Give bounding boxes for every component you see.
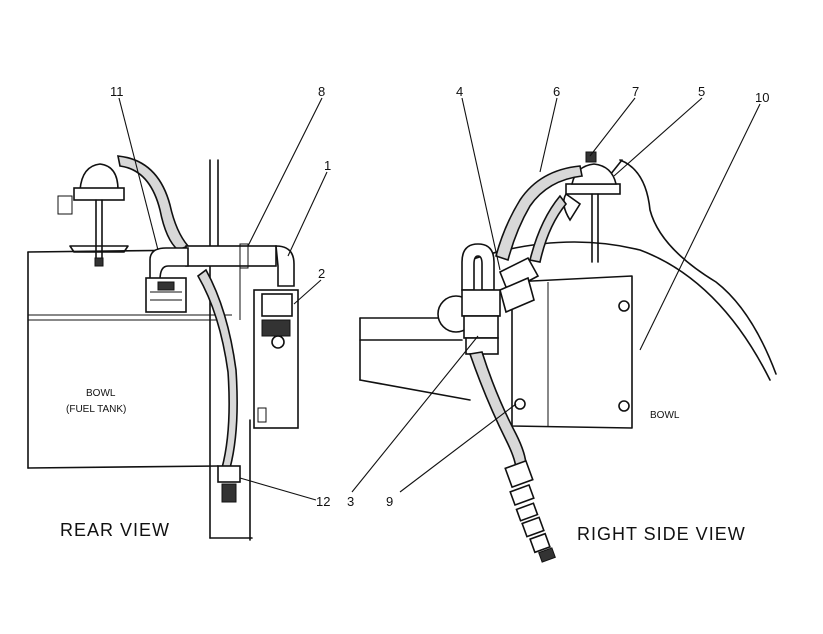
- right-side-view: [359, 151, 777, 563]
- quick-coupler: [509, 483, 556, 563]
- vent-hose-11: [117, 155, 190, 251]
- callout-numbers: 11 8 1 2 12 4 6 7 5 10 3 9: [110, 84, 769, 509]
- callout-7: 7: [632, 84, 639, 99]
- rear-view: [27, 155, 299, 541]
- valve-assembly-2: [253, 289, 299, 429]
- fill-cap-right: [562, 151, 621, 263]
- callout-10: 10: [755, 90, 769, 105]
- callout-4: 4: [456, 84, 463, 99]
- fill-cap-left: [57, 163, 129, 267]
- callout-2: 2: [318, 266, 325, 281]
- callout-1: 1: [324, 158, 331, 173]
- callout-5: 5: [698, 84, 705, 99]
- rear-view-caption: REAR VIEW: [60, 520, 170, 540]
- right-side-view-caption: RIGHT SIDE VIEW: [577, 524, 746, 544]
- frame-rails: [209, 159, 253, 541]
- vent-hose-6: [495, 165, 583, 262]
- leader-lines: [118, 97, 761, 501]
- drain-hose-12: [196, 268, 238, 469]
- callout-3: 3: [347, 494, 354, 509]
- bowl-label-right: BOWL: [650, 410, 680, 421]
- elbow-fitting-4: [461, 243, 540, 314]
- fuel-tank-right: [359, 159, 777, 401]
- callout-8: 8: [318, 84, 325, 99]
- hose-clamp-12: [217, 465, 241, 483]
- fuel-tank-label-left: (FUEL TANK): [66, 404, 126, 415]
- bowl-labels: BOWL (FUEL TANK) BOWL: [66, 388, 680, 421]
- crossover-tube-8: [149, 243, 295, 287]
- view-captions: REAR VIEW RIGHT SIDE VIEW: [60, 520, 746, 544]
- bowl-label-left: BOWL: [86, 388, 116, 399]
- drain-hose-9: [468, 351, 527, 472]
- callout-11: 11: [110, 84, 124, 99]
- callout-12: 12: [316, 494, 330, 509]
- elbow-bracket: [145, 277, 187, 313]
- callout-9: 9: [386, 494, 393, 509]
- hose-fitting-9: [504, 459, 534, 489]
- valve-body-3: [437, 289, 501, 355]
- callout-6: 6: [553, 84, 560, 99]
